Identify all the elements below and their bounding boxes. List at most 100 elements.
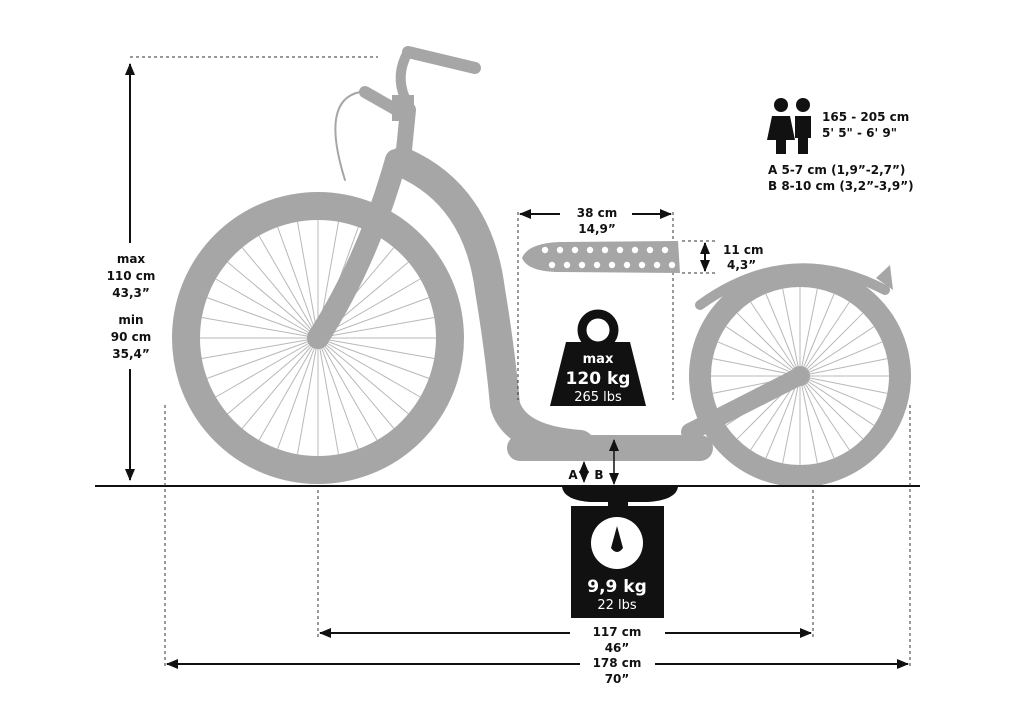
- rider-height-ft: 5' 5" - 6' 9": [822, 126, 897, 140]
- wheel-spoke: [317, 337, 430, 379]
- wheelbase-cm: 117 cm: [593, 625, 642, 639]
- wheel-spoke: [799, 326, 875, 377]
- deck-width-dimension: 11 cm 4,3”: [682, 240, 764, 274]
- scooter-weight-kg: 9,9 kg: [587, 577, 647, 597]
- wheel-spoke: [799, 301, 850, 377]
- wheel-spoke: [297, 221, 319, 339]
- wheel-spoke: [765, 375, 801, 459]
- wheel-spoke: [799, 375, 864, 440]
- deck-hole: [608, 261, 616, 269]
- wheel-spoke: [227, 337, 319, 415]
- deck-hole: [593, 261, 601, 269]
- front-fork: [307, 149, 407, 349]
- wheel-spoke: [750, 301, 801, 377]
- wheel-spoke: [277, 337, 319, 450]
- deck-hole: [556, 246, 564, 254]
- height-min-cm: 90 cm: [111, 330, 152, 344]
- wheel-spoke: [799, 358, 888, 377]
- height-max-in: 43,3”: [112, 286, 150, 300]
- wheel-spoke: [736, 312, 801, 377]
- deck-hole: [601, 246, 609, 254]
- wheel-spoke: [206, 297, 319, 339]
- deck-hole: [578, 261, 586, 269]
- wheel-spoke: [799, 375, 850, 451]
- deck-length-in: 14,9”: [578, 222, 616, 236]
- height-min-in: 35,4”: [112, 347, 150, 361]
- deck-hole: [646, 246, 654, 254]
- rider-height-cm: 165 - 205 cm: [822, 110, 909, 124]
- weight-icon: [550, 309, 646, 406]
- deck-length-cm: 38 cm: [577, 206, 618, 220]
- wheelbase-dimension: 117 cm 46”: [317, 490, 814, 655]
- wheel-spoke: [712, 358, 801, 377]
- scale-icon: [562, 487, 678, 618]
- rear-wheel: [689, 265, 911, 487]
- frame-tube: [387, 147, 595, 460]
- wheel-spoke: [297, 337, 319, 455]
- wheel-spoke: [725, 326, 801, 377]
- wheel-spoke: [799, 375, 888, 394]
- rear-swingarm: [681, 367, 809, 441]
- wheel-spoke: [799, 375, 875, 426]
- deck-hole: [653, 261, 661, 269]
- wheel-spoke: [799, 375, 835, 459]
- height-max-word: max: [117, 252, 146, 266]
- deck-hole: [638, 261, 646, 269]
- wheelbase-in: 46”: [605, 641, 630, 655]
- clearance-b-line: B 8-10 cm (3,2”-3,9”): [768, 179, 914, 193]
- deck-width-in: 4,3”: [727, 258, 756, 272]
- people-icon: [767, 98, 811, 154]
- wheel-spoke: [201, 337, 319, 359]
- deck-hole: [563, 261, 571, 269]
- deck-length-dimension: 38 cm 14,9”: [517, 206, 674, 400]
- wheel-spoke: [206, 337, 319, 379]
- wheel-spoke: [317, 337, 409, 415]
- wheel-spoke: [277, 226, 319, 339]
- wheel-spoke: [717, 341, 801, 377]
- height-max-cm: 110 cm: [107, 269, 156, 283]
- max-load-label: max: [583, 352, 614, 367]
- wheel-spoke: [201, 317, 319, 339]
- wheel-spoke: [241, 247, 319, 339]
- deck-top-view-icon: [522, 241, 680, 273]
- wheel-spoke: [782, 375, 801, 464]
- deck-width-cm: 11 cm: [723, 243, 764, 257]
- wheel-spoke: [317, 337, 395, 429]
- wheel-spoke: [317, 297, 430, 339]
- total-length-in: 70”: [605, 672, 630, 686]
- kick-scooter-silhouette: [172, 46, 911, 487]
- total-length-dimension: 178 cm 70”: [164, 405, 911, 686]
- total-length-cm: 178 cm: [593, 656, 642, 670]
- wheel-spoke: [317, 337, 339, 455]
- wheel-spoke: [317, 337, 421, 398]
- wheel-spoke: [215, 337, 319, 398]
- deck-hole: [541, 246, 549, 254]
- wheel-spoke: [799, 341, 883, 377]
- deck-hole: [661, 246, 669, 254]
- wheel-spoke: [782, 288, 801, 377]
- deck-hole: [616, 246, 624, 254]
- rear-fender: [695, 263, 890, 310]
- wheel-spoke: [241, 337, 319, 429]
- deck-hole: [668, 261, 676, 269]
- deck-hole: [631, 246, 639, 254]
- wheel-spoke: [317, 337, 435, 359]
- wheel-spoke: [799, 288, 818, 377]
- wheel-spoke: [258, 337, 319, 441]
- scooter-weight-lbs: 22 lbs: [597, 598, 637, 613]
- max-load-lbs: 265 lbs: [574, 390, 622, 405]
- wheel-spoke: [799, 375, 818, 464]
- wheel-spoke: [317, 317, 435, 339]
- wheel-spoke: [215, 278, 319, 339]
- clearance-markers: A B: [568, 439, 619, 485]
- wheel-spoke: [799, 293, 835, 377]
- deck-hole: [571, 246, 579, 254]
- deck-hole: [548, 261, 556, 269]
- height-min-word: min: [118, 313, 143, 327]
- height-dimension: max 110 cm 43,3” min 90 cm 35,4”: [100, 56, 378, 481]
- deck-hole: [623, 261, 631, 269]
- wheel-spoke: [799, 375, 883, 411]
- clearance-a-line: A 5-7 cm (1,9”-2,7”): [768, 163, 905, 177]
- wheel-spoke: [227, 261, 319, 339]
